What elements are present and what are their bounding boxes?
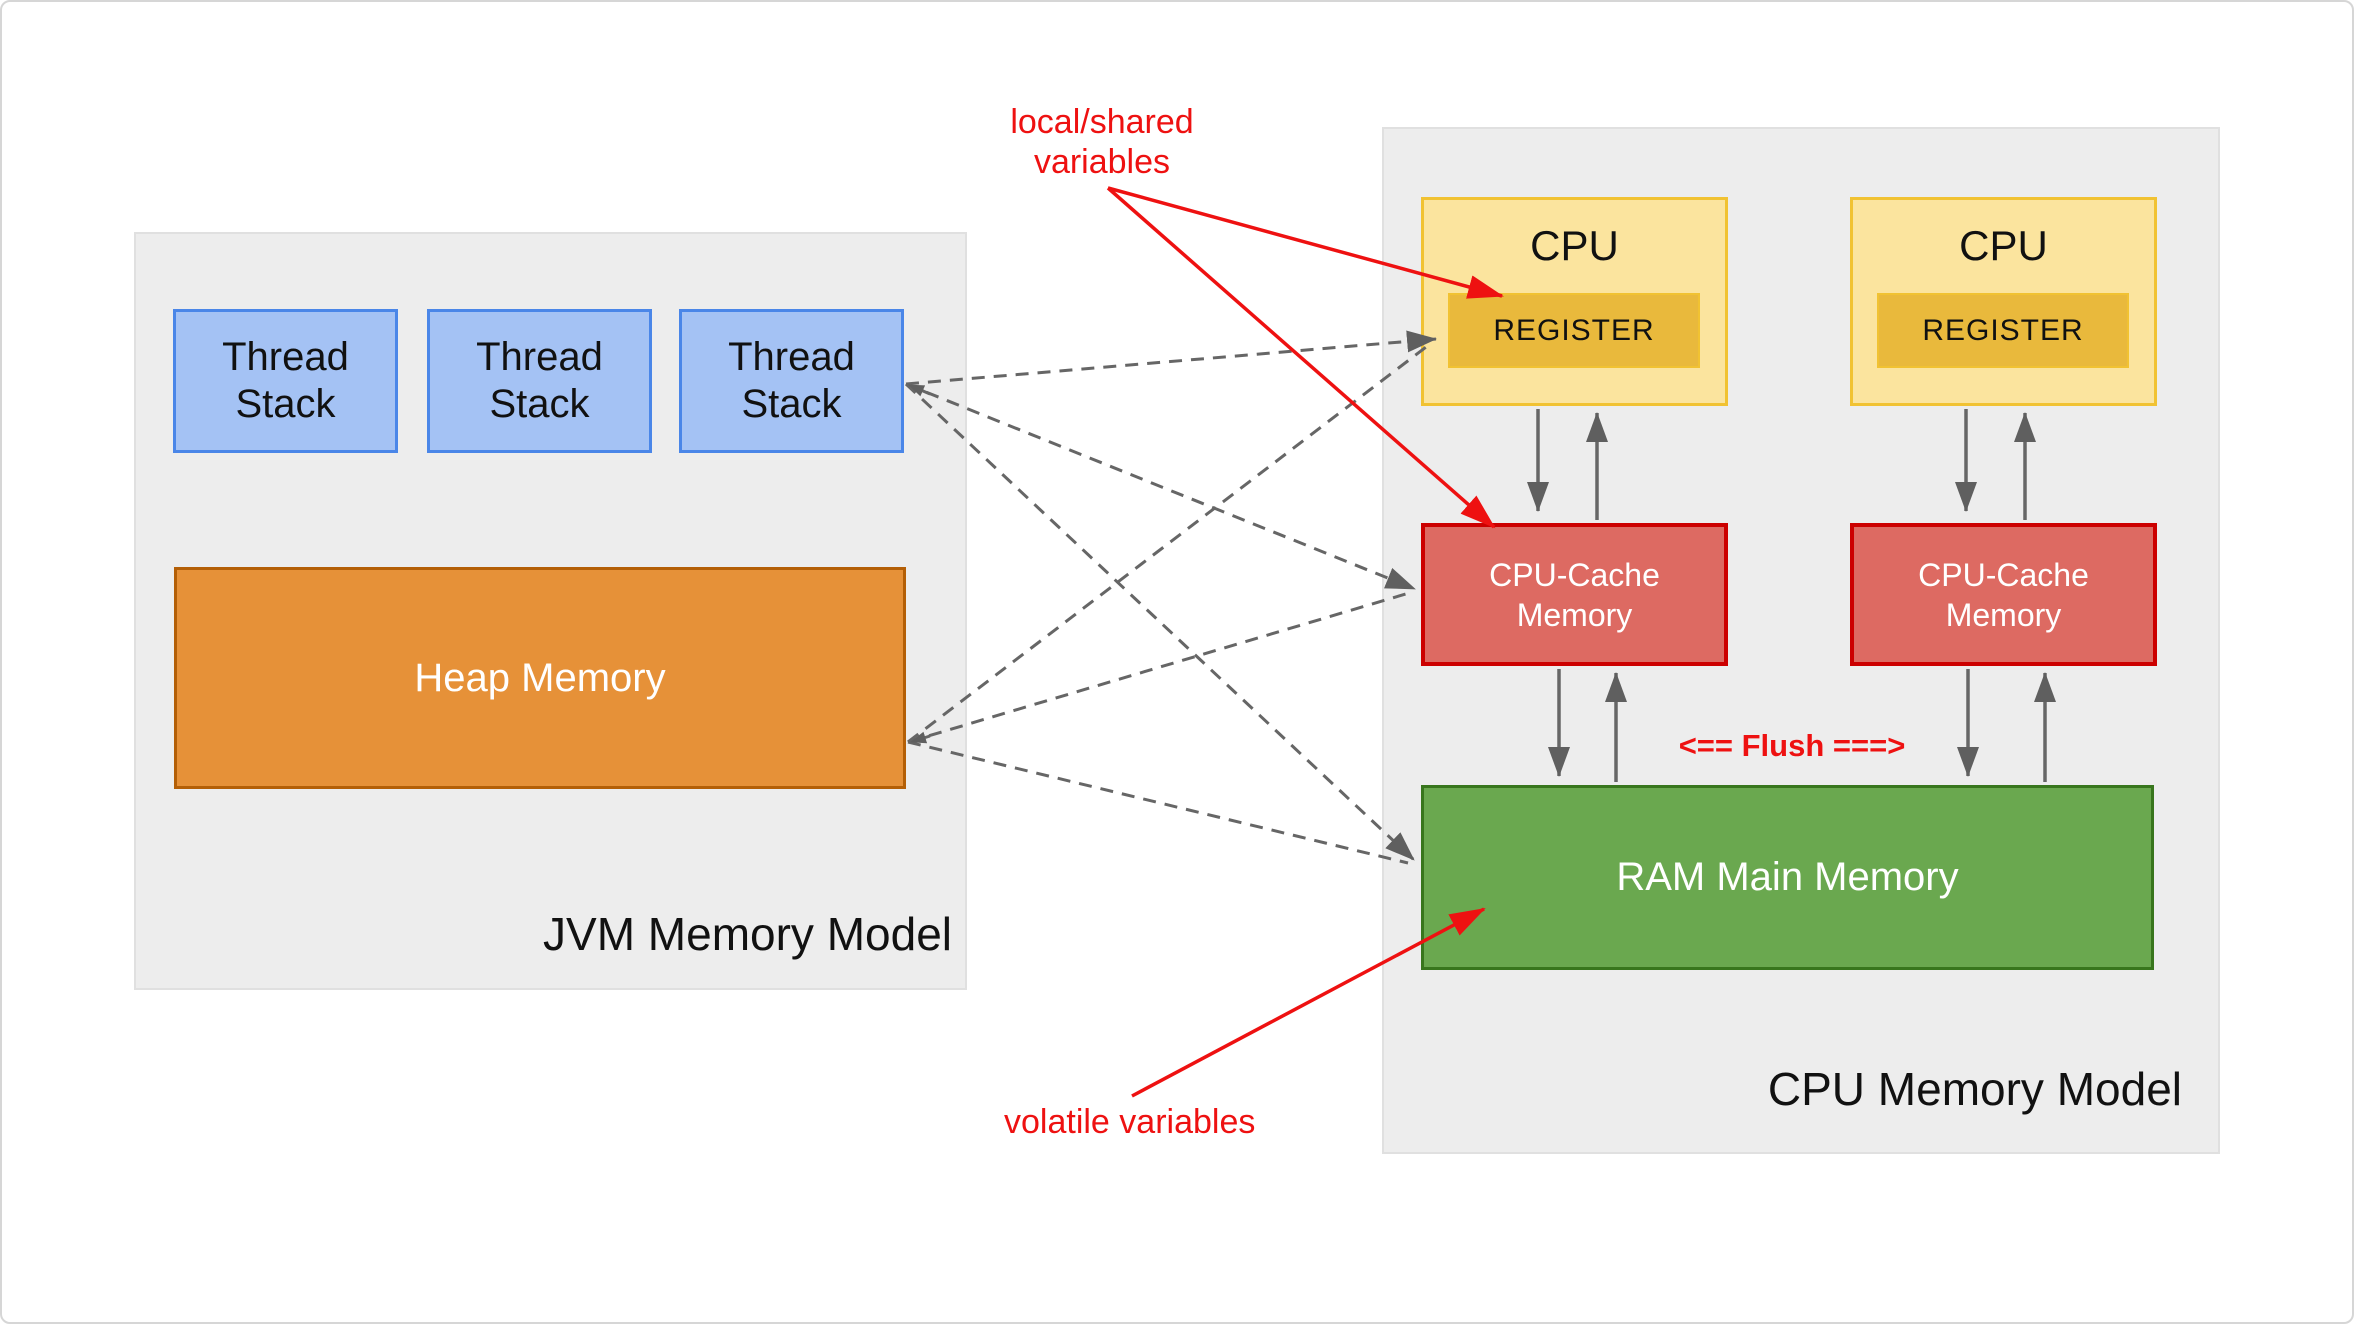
thread-stack-box-3: Thread Stack xyxy=(679,309,904,453)
dashed-connectors xyxy=(904,330,1437,865)
thread-stack-label: Thread Stack xyxy=(476,335,603,426)
heap-memory-box: Heap Memory xyxy=(174,567,906,789)
cpu-label: CPU xyxy=(1959,222,2048,269)
thread-stack-box-2: Thread Stack xyxy=(427,309,652,453)
thread-stack-label: Thread Stack xyxy=(728,335,855,426)
thread-stack-label: Thread Stack xyxy=(222,335,349,426)
heap-memory-label: Heap Memory xyxy=(414,655,666,700)
local-shared-variables-annotation: local/shared variables xyxy=(1010,103,1194,181)
ram-label: RAM Main Memory xyxy=(1616,855,1959,899)
arrow-threadstack-to-ram xyxy=(904,382,1416,862)
arrow-heap-to-ram xyxy=(907,740,1409,865)
register-box-1: REGISTER xyxy=(1448,293,1700,368)
arrow-threadstack-to-register xyxy=(905,330,1437,386)
thread-stack-box-1: Thread Stack xyxy=(173,309,398,453)
arrow-heap-to-register xyxy=(907,342,1431,744)
volatile-variables-annotation: volatile variables xyxy=(1004,1103,1256,1141)
flush-annotation: <== Flush ===> xyxy=(1678,728,1906,763)
register-label: REGISTER xyxy=(1493,313,1655,347)
ram-main-memory-box: RAM Main Memory xyxy=(1421,785,2154,970)
cpu-cache-box-1: CPU-Cache Memory xyxy=(1421,523,1728,666)
jvm-memory-model-title: JVM Memory Model xyxy=(543,908,952,960)
register-box-2: REGISTER xyxy=(1877,293,2129,368)
cpu-cache-box-2: CPU-Cache Memory xyxy=(1850,523,2157,666)
cpu-cache-label: CPU-Cache Memory xyxy=(1918,556,2089,633)
cpu-memory-model-title: CPU Memory Model xyxy=(1767,1063,2182,1115)
register-label: REGISTER xyxy=(1922,313,2084,347)
arrow-heap-to-cache xyxy=(907,591,1410,744)
cpu-label: CPU xyxy=(1530,222,1619,269)
arrow-threadstack-to-cache xyxy=(905,382,1416,591)
cpu-cache-label: CPU-Cache Memory xyxy=(1489,556,1660,633)
